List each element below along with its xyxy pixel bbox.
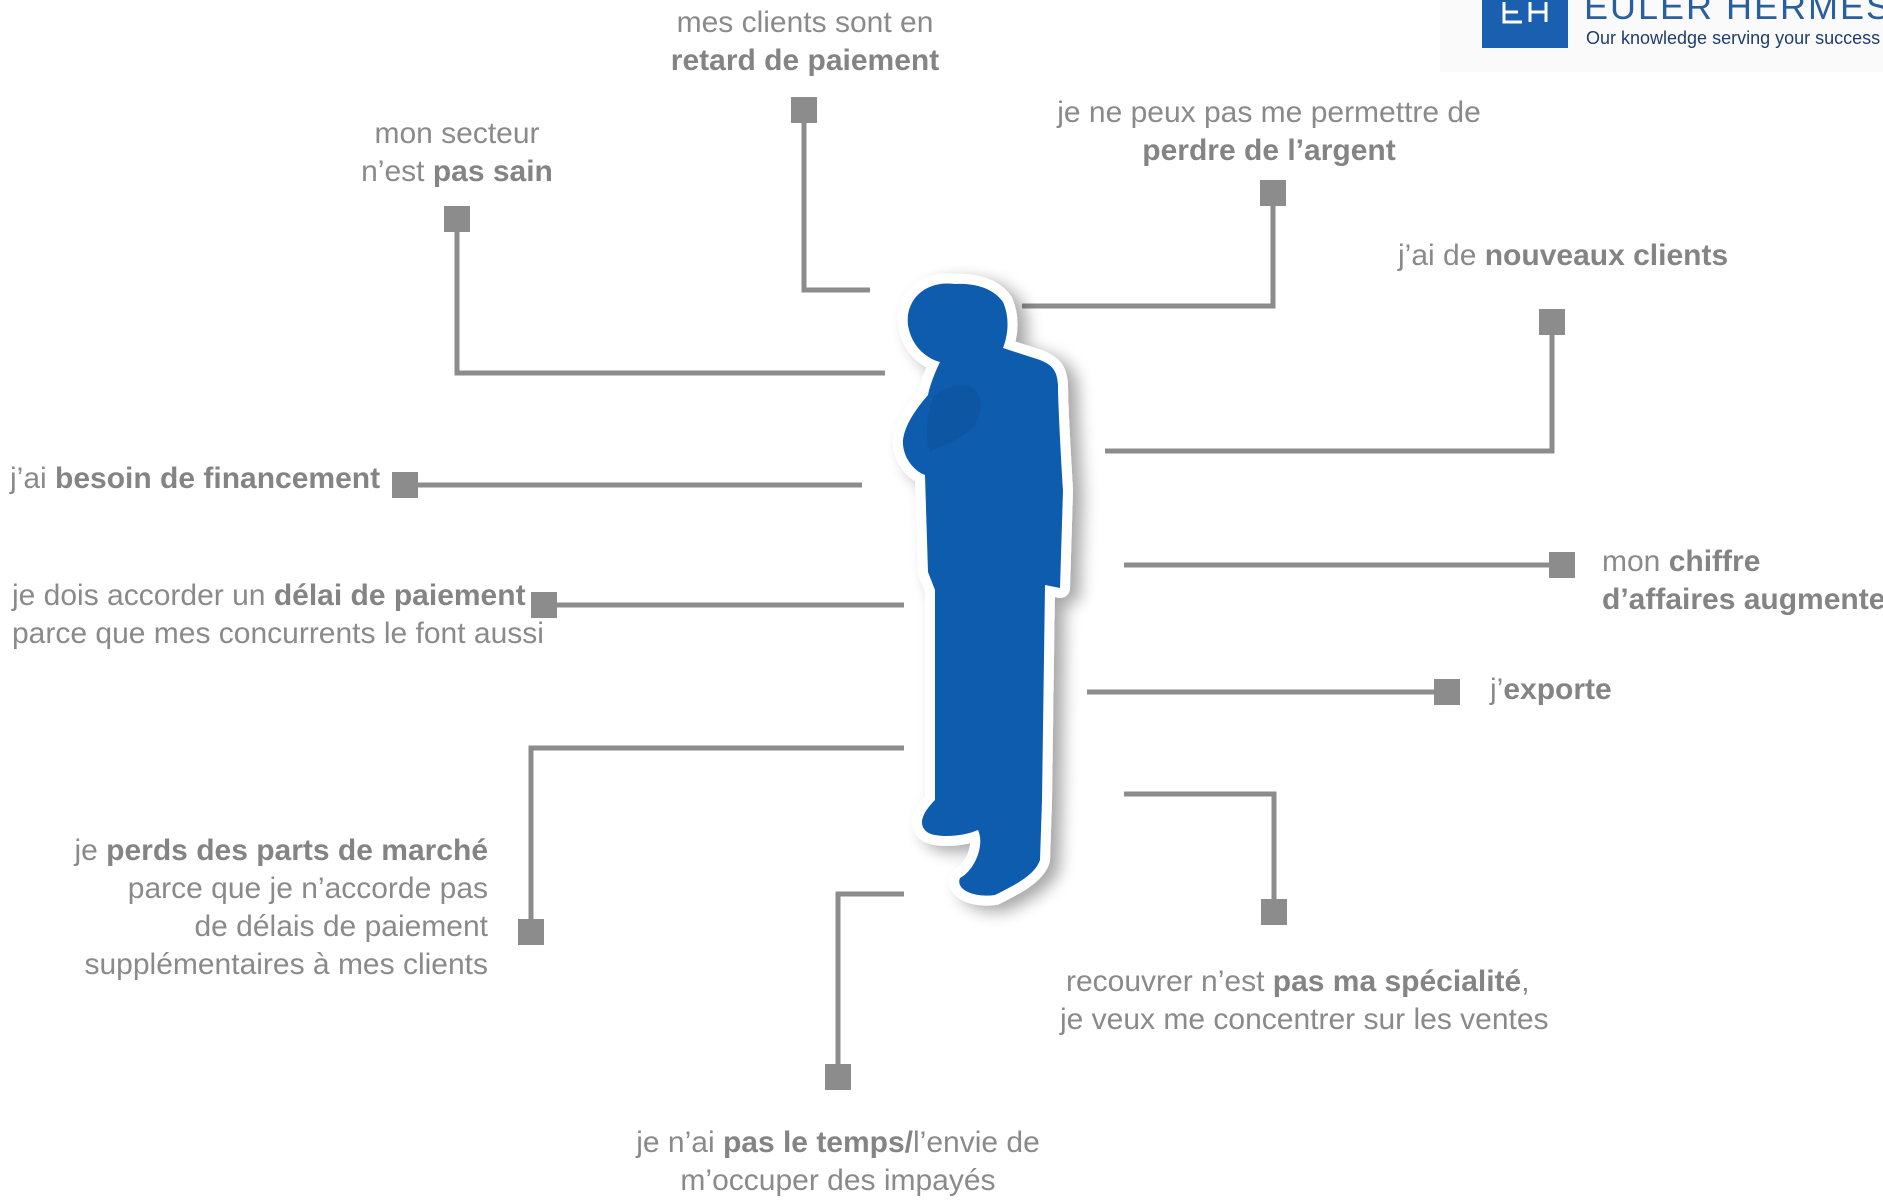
- terminal-argent: [1260, 180, 1286, 206]
- person-silhouette: [892, 273, 1073, 906]
- label-nouveaux: j’ai de nouveaux clients: [1398, 237, 1728, 275]
- terminal-secteur: [444, 206, 470, 232]
- label-exporte: j’exporte: [1490, 671, 1612, 709]
- label-temps: je n’ai pas le temps/l’envie de m’occupe…: [628, 1124, 1048, 1200]
- terminal-temps: [825, 1064, 851, 1090]
- connector-argent: [1022, 193, 1276, 309]
- label-specialite-line-2: je veux me concentrer sur les ventes: [1060, 1003, 1549, 1036]
- label-delai-line-2: parce que mes concurrents le font aussi: [12, 617, 544, 650]
- label-secteur-line-2: n’est pas sain: [361, 155, 553, 188]
- connector-terminals: [392, 97, 1575, 1090]
- label-retard-line-1: mes clients sont en: [676, 6, 934, 39]
- person-hand: [944, 343, 967, 388]
- label-argent-line-2: perdre de l’argent: [1142, 134, 1396, 167]
- logo-name: EULER HERMES: [1584, 0, 1883, 27]
- label-secteur-line-1: mon secteur: [374, 117, 540, 150]
- terminal-retard: [791, 97, 817, 123]
- label-chiffre-line-2: d’affaires augmente: [1602, 583, 1883, 616]
- logo-tagline: Our knowledge serving your success: [1586, 28, 1881, 48]
- label-chiffre-line-1: mon chiffre: [1602, 545, 1761, 578]
- label-nouveaux-line-1: j’ai de nouveaux clients: [1398, 239, 1729, 272]
- connector-parts: [528, 745, 904, 932]
- logo-mark-icon: [1482, 0, 1568, 48]
- label-parts-line-4: supplémentaires à mes clients: [84, 948, 488, 981]
- label-secteur: mon secteur n’est pas sain: [347, 115, 567, 191]
- terminal-exporte: [1434, 679, 1460, 705]
- terminal-chiffre: [1549, 552, 1575, 578]
- label-argent: je ne peux pas me permettre de perdre de…: [1054, 94, 1484, 170]
- label-exporte-line-1: j’exporte: [1490, 673, 1612, 706]
- label-delai: je dois accorder un délai de paiement pa…: [12, 577, 544, 653]
- label-delai-line-1: je dois accorder un délai de paiement: [12, 579, 526, 612]
- label-retard: mes clients sont en retard de paiement: [620, 4, 990, 80]
- label-parts-line-1: je perds des parts de marché: [74, 834, 488, 867]
- connector-secteur: [454, 219, 885, 376]
- label-specialite-line-1: recouvrer n’est pas ma spécialité,: [1066, 965, 1530, 998]
- terminal-delai: [531, 592, 557, 618]
- label-parts: je perds des parts de marché parce que j…: [40, 832, 488, 984]
- label-argent-line-1: je ne peux pas me permettre de: [1057, 96, 1481, 129]
- connector-nouveaux: [1105, 322, 1555, 454]
- terminal-nouveaux: [1539, 309, 1565, 335]
- label-parts-line-2: parce que je n’accorde pas: [127, 872, 488, 905]
- label-financement: j’ai besoin de financement: [10, 460, 381, 498]
- terminal-parts: [518, 919, 544, 945]
- label-temps-line-2: m’occuper des impayés: [680, 1164, 996, 1197]
- label-financement-line-1: j’ai besoin de financement: [10, 462, 381, 495]
- connector-temps: [835, 891, 904, 1077]
- label-parts-line-3: de délais de paiement: [194, 910, 488, 943]
- terminal-specialite: [1261, 899, 1287, 925]
- person-arm: [927, 385, 981, 452]
- connectors: [405, 110, 1562, 1077]
- label-chiffre: mon chiffre d’affaires augmente: [1602, 543, 1883, 619]
- euler-hermes-logo: EULER HERMES Our knowledge serving your …: [1440, 0, 1883, 72]
- label-specialite: recouvrer n’est pas ma spécialité, je ve…: [1060, 963, 1549, 1039]
- connector-specialite: [1124, 791, 1277, 912]
- label-retard-line-2: retard de paiement: [670, 44, 940, 77]
- label-temps-line-1: je n’ai pas le temps/l’envie de: [636, 1126, 1040, 1159]
- terminal-financement: [392, 472, 418, 498]
- connector-retard: [801, 110, 870, 293]
